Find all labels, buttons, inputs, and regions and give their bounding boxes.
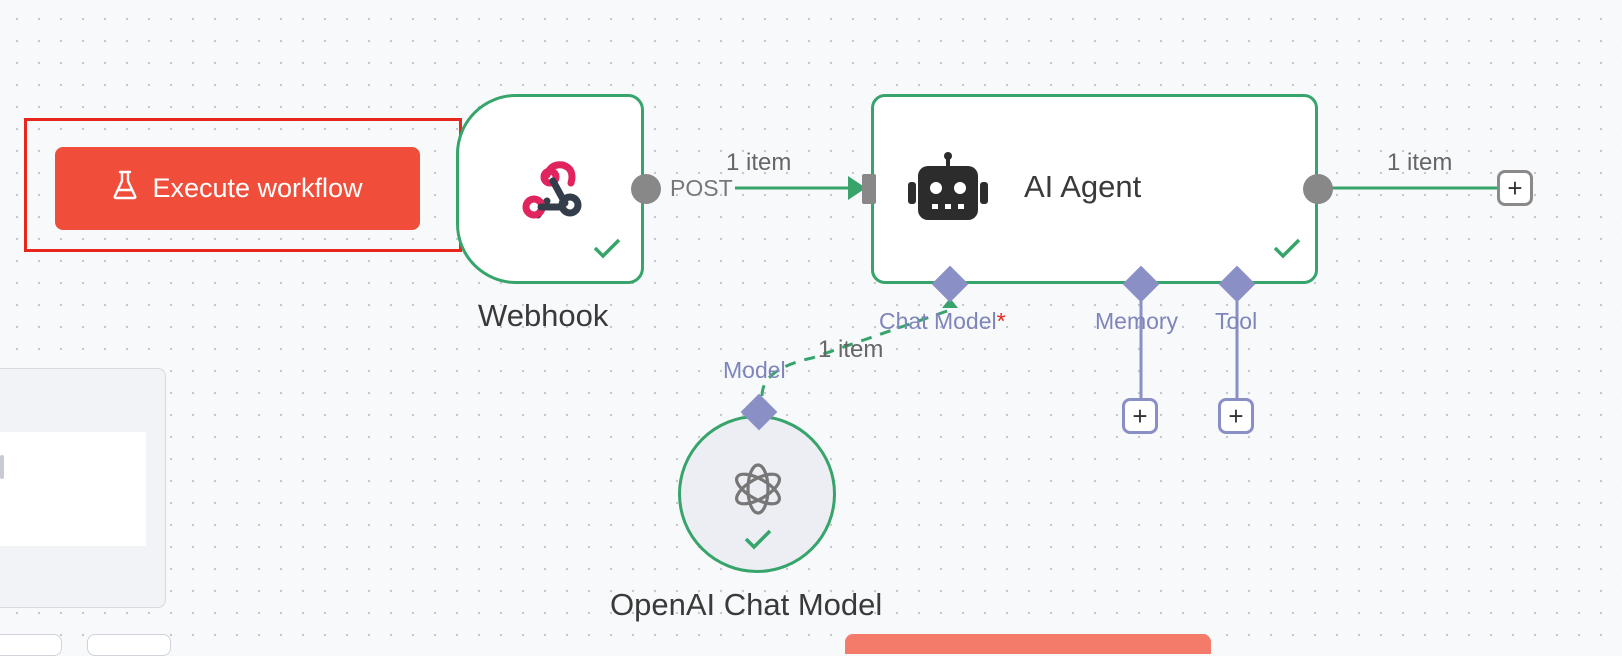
memory-port-label: Memory xyxy=(1095,308,1179,334)
plus-icon: + xyxy=(1507,173,1523,203)
openai-chat-model-title: OpenAI Chat Model xyxy=(610,587,883,622)
ai-agent-node[interactable]: AI Agent xyxy=(871,94,1318,284)
bottom-action-button[interactable] xyxy=(845,634,1211,654)
webhook-output-label: POST xyxy=(670,175,733,201)
plus-icon: + xyxy=(1132,401,1148,431)
robot-icon xyxy=(908,152,988,229)
agent-output-handle[interactable] xyxy=(1303,174,1333,204)
webhook-icon xyxy=(517,157,587,228)
check-icon xyxy=(592,237,622,264)
add-tool-button[interactable]: + xyxy=(1218,398,1254,434)
side-panel-handle[interactable] xyxy=(0,455,4,479)
webhook-title: Webhook xyxy=(478,298,609,333)
webhook-node[interactable] xyxy=(456,94,644,284)
required-marker: * xyxy=(996,308,1006,334)
chat-model-port-label: Chat Model* xyxy=(879,308,1006,335)
edge-item-count: 1 item xyxy=(1387,149,1453,176)
tool-port-label: Tool xyxy=(1215,308,1258,334)
edge-item-count: 1 item xyxy=(726,149,792,176)
edge-item-count: 1 item xyxy=(818,336,884,363)
openai-icon xyxy=(727,458,789,525)
add-node-button[interactable]: + xyxy=(1497,170,1533,206)
flask-icon xyxy=(112,170,138,207)
side-panel-content xyxy=(0,432,146,546)
execute-workflow-label: Execute workflow xyxy=(152,173,363,203)
plus-icon: + xyxy=(1228,401,1244,431)
bottom-control-button[interactable] xyxy=(87,634,171,656)
add-memory-button[interactable]: + xyxy=(1122,398,1158,434)
chat-model-label-text: Chat Model xyxy=(879,308,997,334)
agent-input-handle[interactable] xyxy=(862,174,876,204)
webhook-output-handle[interactable] xyxy=(631,174,661,204)
openai-chat-model-node[interactable] xyxy=(678,415,836,573)
execute-workflow-button[interactable]: Execute workflow xyxy=(55,147,420,230)
check-icon xyxy=(743,528,773,555)
model-port-label: Model xyxy=(723,357,786,383)
ai-agent-title: AI Agent xyxy=(1024,169,1142,204)
bottom-control-button[interactable] xyxy=(0,634,62,656)
check-icon xyxy=(1272,237,1302,264)
